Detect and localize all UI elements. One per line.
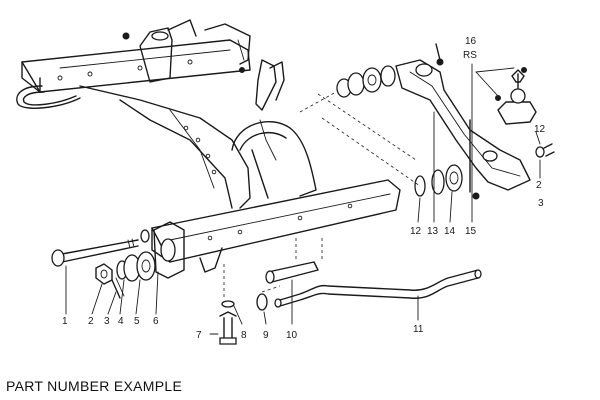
stabilizer-bar <box>274 269 482 308</box>
callout-14: 14 <box>444 226 456 237</box>
control-arm-bushing-stack <box>336 65 396 98</box>
callout-3-right: 3 <box>538 198 544 209</box>
upper-frame-rail <box>21 39 251 93</box>
callout-rs: RS <box>463 50 477 61</box>
callout-8: 8 <box>241 330 247 341</box>
vertical-bolt <box>219 311 237 345</box>
callout-11: 11 <box>413 324 424 335</box>
callout-labels: 1 2 3 4 5 6 7 8 9 10 11 12 13 14 15 16 R… <box>62 36 546 341</box>
lock-nut <box>95 263 113 285</box>
lower-crossbeam <box>151 179 401 279</box>
control-arm <box>395 59 531 191</box>
tow-hook-loop <box>16 85 81 109</box>
callout-5: 5 <box>134 316 140 327</box>
callout-leader-lines <box>65 63 541 335</box>
callout-6: 6 <box>153 316 159 327</box>
long-through-bolt <box>51 238 139 267</box>
rubber-bushing <box>123 251 156 282</box>
top-nut <box>435 43 527 73</box>
arm-bolt <box>469 119 480 200</box>
callout-9: 9 <box>263 330 269 341</box>
callout-2: 2 <box>88 316 94 327</box>
callout-12-upper: 12 <box>534 124 546 135</box>
callout-2-right: 2 <box>536 180 542 191</box>
callout-16: 16 <box>465 36 477 47</box>
subframe-body <box>79 85 251 209</box>
callout-4: 4 <box>118 316 124 327</box>
upper-mount-bracket <box>122 19 251 83</box>
small-washer-top <box>140 229 150 243</box>
front-axle-exploded-diagram: 1 2 3 4 5 6 7 8 9 10 11 12 13 14 15 16 R… <box>16 19 555 345</box>
caption-text: PART NUMBER EXAMPLE <box>6 378 183 394</box>
callout-7: 7 <box>196 330 202 341</box>
ball-joint-nut <box>535 143 555 158</box>
front-bushing-assembly <box>414 164 463 197</box>
callout-10: 10 <box>286 330 298 341</box>
callout-3: 3 <box>104 316 110 327</box>
spring-tower <box>231 59 317 199</box>
bolt-washer <box>221 300 235 308</box>
callout-12-lower: 12 <box>410 226 422 237</box>
callout-13: 13 <box>427 226 439 237</box>
ball-joint <box>495 69 537 125</box>
spacer-washer <box>256 293 268 311</box>
callout-1: 1 <box>62 316 68 327</box>
spacer-tube <box>265 261 319 284</box>
assembly-guide-lines <box>223 91 421 300</box>
callout-15: 15 <box>465 226 477 237</box>
